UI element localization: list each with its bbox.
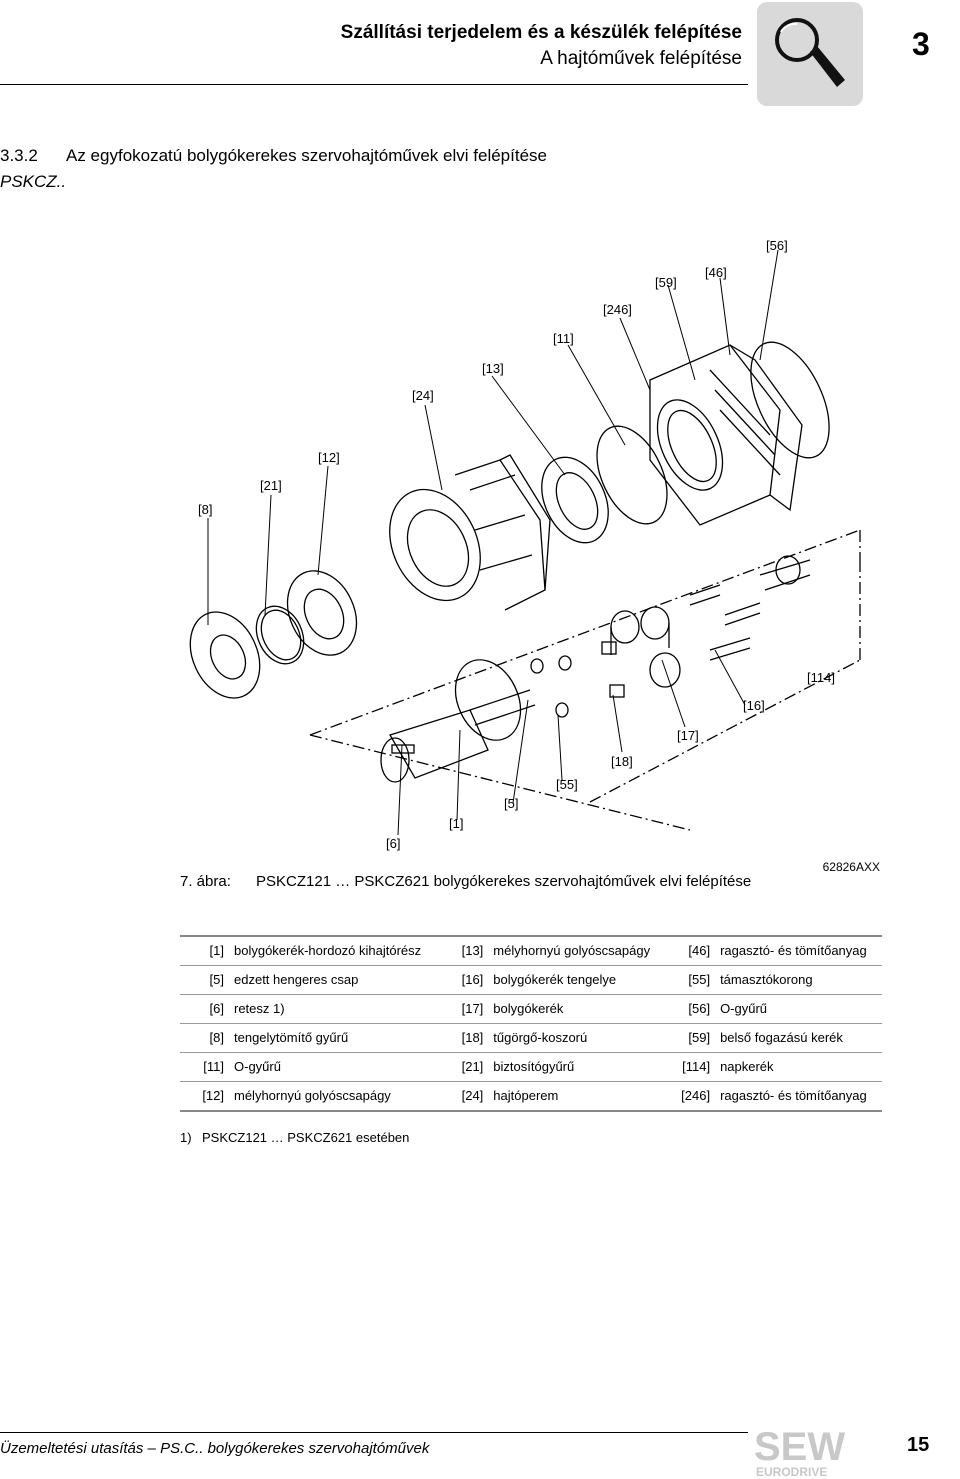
part-name: hajtóperem — [489, 1081, 667, 1112]
part-number: [11] — [180, 1052, 230, 1082]
logo-main-text: SEW — [754, 1425, 845, 1469]
part-label-24: [24] — [412, 388, 434, 403]
figure-caption: 7. ábra: PSKCZ121 … PSKCZ621 bolygókereke… — [180, 873, 751, 890]
table-row: [1] bolygókerék-hordozó kihajtórész [13]… — [180, 935, 882, 966]
part-name: O-gyűrű — [716, 994, 882, 1024]
page-number: 15 — [907, 1434, 930, 1456]
part-name: O-gyűrű — [230, 1052, 440, 1082]
part-label-13: [13] — [482, 361, 504, 376]
part-number: [246] — [666, 1081, 717, 1112]
table-row: [11] O-gyűrű [21] biztosítógyűrű [114] n… — [180, 1052, 882, 1082]
part-name: napkerék — [716, 1052, 882, 1082]
part-label-16: [16] — [743, 698, 765, 713]
logo-sub-text: EURODRIVE — [756, 1465, 827, 1478]
part-label-114: [114] — [807, 670, 835, 685]
part-name: belső fogazású kerék — [716, 1023, 882, 1053]
part-label-17: [17] — [677, 728, 699, 743]
section-subtitle: PSKCZ.. — [0, 172, 67, 191]
part-label-246: [246] — [603, 302, 632, 317]
magnifier-icon — [757, 2, 863, 106]
part-label-46: [46] — [705, 265, 727, 280]
header-title: Szállítási terjedelem és a készülék felé… — [340, 22, 742, 43]
part-name: retesz 1) — [230, 994, 440, 1024]
table-row: [8] tengelytömítő gyűrű [18] tűgörgő-kos… — [180, 1023, 882, 1053]
part-number: [114] — [666, 1052, 717, 1082]
footnote: 1) PSKCZ121 … PSKCZ621 esetében — [180, 1130, 409, 1145]
part-name: mélyhornyú golyóscsapágy — [489, 935, 667, 966]
part-label-55: [55] — [556, 777, 578, 792]
part-label-12: [12] — [318, 450, 340, 465]
part-number: [17] — [439, 994, 490, 1024]
part-name: bolygókerék — [489, 994, 667, 1024]
part-number: [16] — [439, 965, 490, 995]
part-name: biztosítógyűrű — [489, 1052, 667, 1082]
chapter-number: 3 — [912, 26, 930, 62]
header-rule — [0, 84, 748, 85]
figure-caption-label: 7. ábra: — [180, 873, 231, 890]
table-row: [12] mélyhornyú golyóscsapágy [24] hajtó… — [180, 1081, 882, 1112]
part-name: ragasztó- és tömítőanyag — [716, 935, 882, 966]
footer-text: Üzemeltetési utasítás – PS.C.. bolygóker… — [0, 1440, 430, 1457]
part-number: [12] — [180, 1081, 230, 1112]
part-label-8: [8] — [198, 502, 212, 517]
part-number: [56] — [666, 994, 717, 1024]
footer-rule — [0, 1432, 748, 1433]
part-number: [24] — [439, 1081, 490, 1112]
part-number: [46] — [666, 935, 717, 966]
part-number: [1] — [180, 935, 230, 966]
part-number: [21] — [439, 1052, 490, 1082]
part-name: tűgörgő-koszorú — [489, 1023, 667, 1053]
section-title: Az egyfokozatú bolygókerekes szervohajtó… — [66, 146, 547, 165]
table-row: [6] retesz 1) [17] bolygókerék [56] O-gy… — [180, 994, 882, 1024]
part-label-6: [6] — [386, 836, 400, 851]
part-number: [59] — [666, 1023, 717, 1053]
part-name: ragasztó- és tömítőanyag — [716, 1081, 882, 1112]
part-name: edzett hengeres csap — [230, 965, 440, 995]
figure-caption-text: PSKCZ121 … PSKCZ621 bolygókerekes szervo… — [256, 873, 752, 890]
part-name: bolygókerék-hordozó kihajtórész — [230, 935, 440, 966]
part-number: [8] — [180, 1023, 230, 1053]
part-label-56: [56] — [766, 238, 788, 253]
part-name: mélyhornyú golyóscsapágy — [230, 1081, 440, 1112]
figure-code: 62826AXX — [822, 860, 880, 874]
sew-eurodrive-logo: SEW EURODRIVE — [754, 1425, 845, 1478]
section-number: 3.3.2 — [0, 146, 38, 165]
part-name: támasztókorong — [716, 965, 882, 995]
part-label-59: [59] — [655, 275, 677, 290]
part-number: [6] — [180, 994, 230, 1024]
part-number: [55] — [666, 965, 717, 995]
part-label-11: [11] — [553, 331, 574, 346]
part-label-1: [1] — [449, 816, 463, 831]
part-label-21: [21] — [260, 478, 282, 493]
part-number: [13] — [439, 935, 490, 966]
part-number: [18] — [439, 1023, 490, 1053]
part-label-18: [18] — [611, 754, 633, 769]
part-number: [5] — [180, 965, 230, 995]
table-row: [5] edzett hengeres csap [16] bolygókeré… — [180, 965, 882, 995]
header-subtitle: A hajtóművek felépítése — [540, 48, 742, 69]
footnote-mark: 1) — [180, 1130, 192, 1145]
part-name: bolygókerék tengelye — [489, 965, 667, 995]
part-label-5: [5] — [504, 796, 518, 811]
footnote-text: PSKCZ121 … PSKCZ621 esetében — [202, 1130, 410, 1145]
parts-legend-table: [1] bolygókerék-hordozó kihajtórész [13]… — [180, 935, 882, 1112]
exploded-view-drawing: [56] [59] [46] [246] [11] [13] [24] [12]… — [189, 238, 861, 851]
part-name: tengelytömítő gyűrű — [230, 1023, 440, 1053]
section-heading: 3.3.2 Az egyfokozatú bolygókerekes szervo… — [0, 146, 547, 166]
